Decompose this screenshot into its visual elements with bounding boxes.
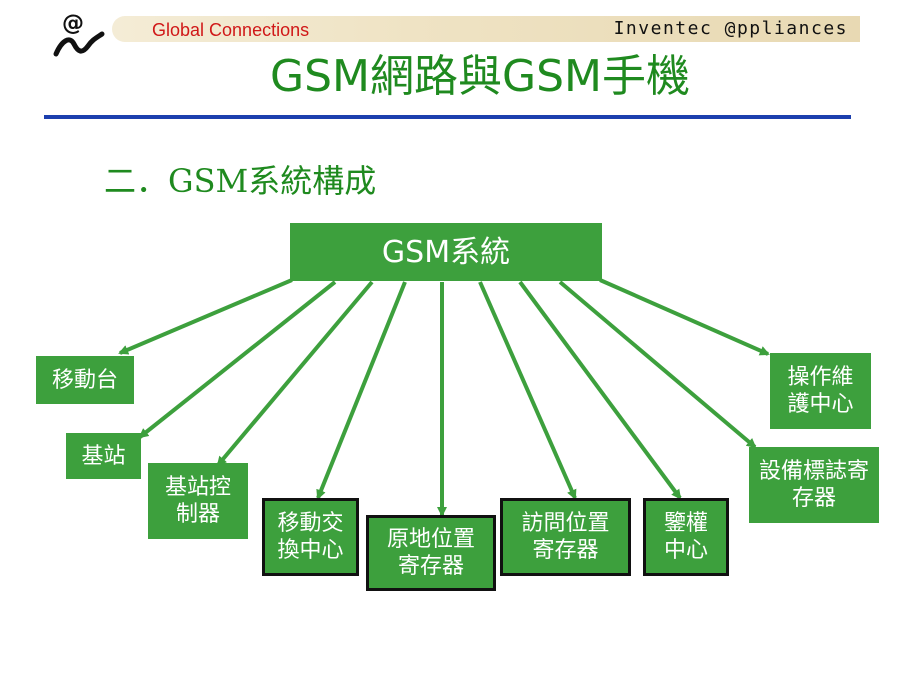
- title-divider: [44, 115, 851, 119]
- vlr-label: 訪問位置寄存器: [521, 511, 610, 563]
- eir-label: 設備標誌寄存器: [758, 459, 869, 511]
- banner-left-text: Global Connections: [152, 20, 310, 40]
- arrow-to-auc: [518, 280, 682, 500]
- arrow-to-base-station: [138, 280, 337, 439]
- omc-box: 操作維護中心: [770, 353, 871, 429]
- vlr-box: 訪問位置寄存器: [500, 498, 631, 576]
- arrow-to-eir: [558, 280, 757, 449]
- arrow-to-bsc: [216, 280, 374, 467]
- bsc-label: 基站控制器: [164, 475, 231, 527]
- auc-box: 鑒權中心: [643, 498, 729, 576]
- base-station-label: 基站: [81, 443, 126, 469]
- header-banner: [112, 16, 860, 42]
- mobile-station-box: 移動台: [36, 356, 134, 404]
- slide-title: GSM網路與GSM手機: [270, 51, 690, 102]
- hlr-box: 原地位置寄存器: [366, 515, 496, 591]
- msc-label: 移動交換中心: [277, 511, 344, 563]
- hlr-label: 原地位置寄存器: [386, 527, 475, 579]
- bsc-box: 基站控制器: [148, 463, 248, 539]
- gsm-system-box: GSM系統: [290, 223, 602, 281]
- base-station-box: 基站: [66, 433, 141, 479]
- logo-at-mark: @: [62, 11, 84, 36]
- auc-label: 鑒權中心: [663, 511, 708, 563]
- inventec-logo: @: [53, 11, 105, 57]
- arrow-to-msc: [316, 281, 407, 500]
- section-subtitle: 二．GSM系統構成: [104, 162, 377, 200]
- mobile-station-label: 移動台: [51, 367, 118, 393]
- gsm-system-label: GSM系統: [381, 234, 511, 270]
- banner-right-text: Inventec @ppliances: [613, 18, 848, 39]
- msc-box: 移動交換中心: [262, 498, 359, 576]
- eir-box: 設備標誌寄存器: [749, 447, 879, 523]
- arrow-to-vlr: [478, 281, 577, 500]
- arrow-to-mobile-station: [118, 278, 293, 355]
- arrow-to-omc: [599, 278, 770, 356]
- omc-label: 操作維護中心: [787, 365, 854, 417]
